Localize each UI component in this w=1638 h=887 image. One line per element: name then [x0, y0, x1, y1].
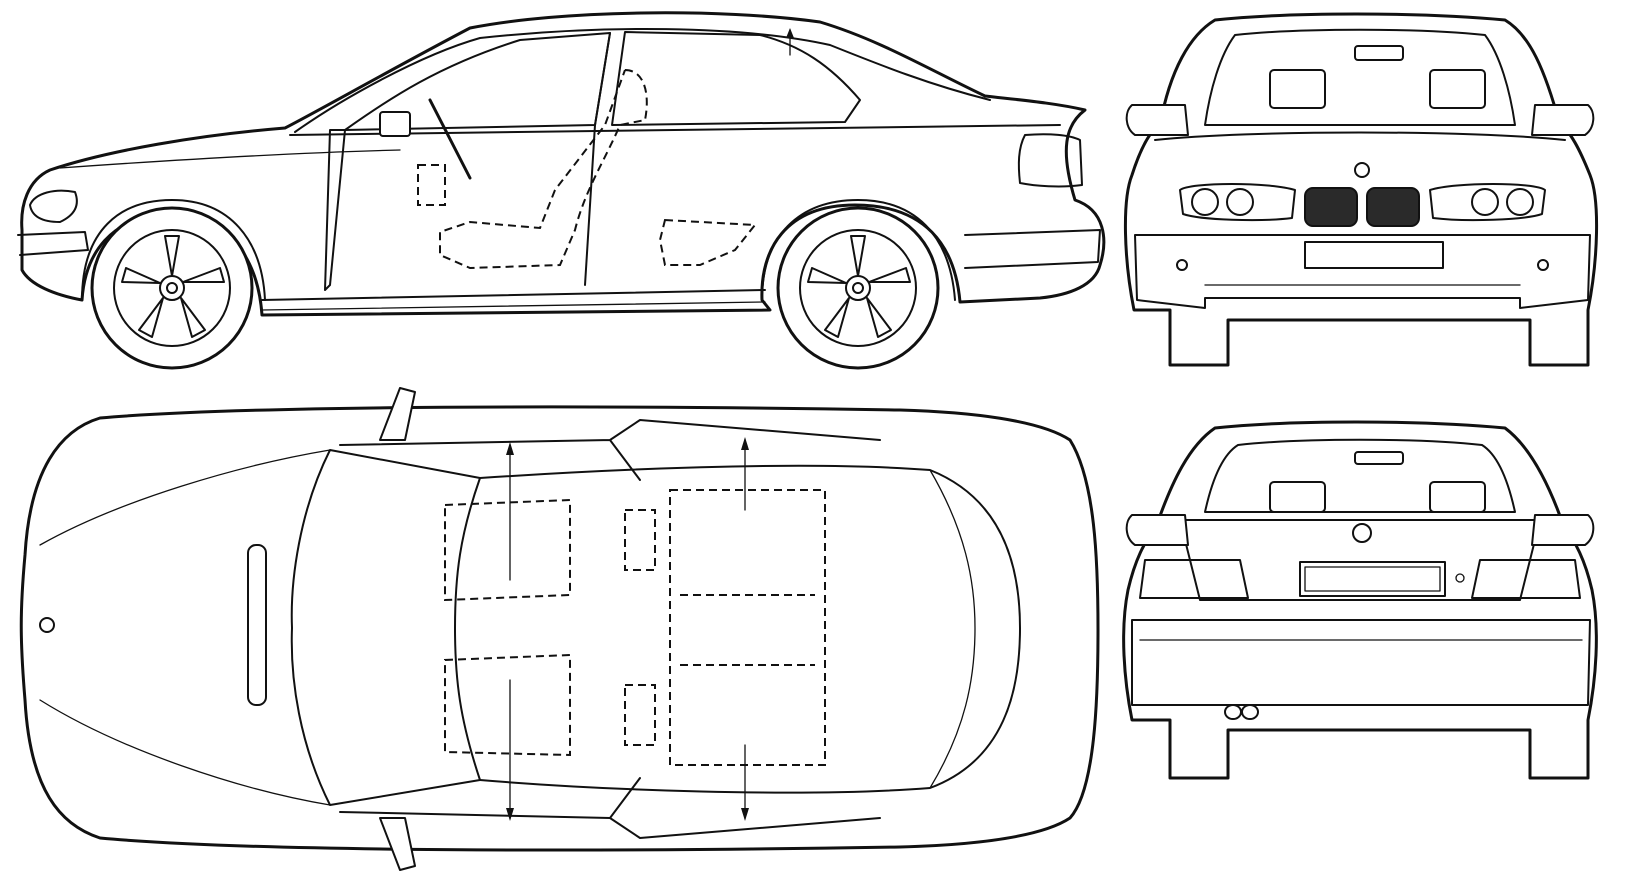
side-tail-light — [1017, 133, 1083, 188]
top-rear-bench-outline — [669, 489, 826, 766]
top-body-outline — [19, 405, 1100, 852]
side-steering-wheel — [428, 98, 472, 180]
top-windscreen — [290, 449, 481, 806]
side-open-door — [324, 129, 346, 291]
top-hood-crease-upper — [39, 449, 331, 546]
top-view — [19, 387, 1100, 871]
rear-left-mirror-icon — [1125, 514, 1189, 546]
side-view — [17, 11, 1106, 370]
side-rear-bumper — [964, 229, 1101, 269]
rear-lock-icon — [1455, 573, 1465, 583]
rear-window — [1204, 438, 1516, 513]
front-left-headlight — [1179, 183, 1296, 222]
side-mirror-icon — [379, 111, 411, 137]
rear-body-outline — [1122, 420, 1598, 780]
front-left-fog-light — [1176, 259, 1188, 271]
side-front-seat-outline — [439, 69, 648, 270]
side-rear-seat-outline — [658, 218, 757, 266]
rear-left-tail-light — [1139, 559, 1249, 599]
top-dimension-arrow-icon — [506, 437, 749, 821]
front-right-fog-light — [1537, 259, 1549, 271]
front-interior-mirror-icon — [1354, 45, 1404, 61]
rear-view — [1122, 420, 1598, 780]
rear-interior-mirror-icon — [1354, 451, 1404, 465]
rear-trunk-lid — [1179, 519, 1541, 601]
side-headlight — [29, 189, 78, 223]
rear-exhaust-icon — [1224, 704, 1259, 720]
front-license-plate-icon — [1304, 241, 1444, 269]
rear-license-plate-inner — [1304, 566, 1441, 592]
side-rear-wheel-icon — [776, 206, 940, 370]
top-front-seats-outline — [444, 498, 656, 757]
front-right-mirror-icon — [1531, 104, 1595, 136]
side-dimension-arrow-head — [786, 28, 794, 38]
top-door-line-lower — [339, 777, 881, 839]
side-sill-line — [261, 289, 766, 301]
front-right-headlight — [1429, 183, 1546, 222]
front-left-mirror-icon — [1125, 104, 1189, 136]
rear-roundel-badge-icon — [1352, 523, 1372, 543]
side-rear-window — [611, 31, 861, 126]
rear-right-tail-light — [1471, 559, 1581, 599]
rear-license-plate-icon — [1299, 561, 1446, 597]
rear-bumper — [1131, 619, 1591, 706]
side-pedal-box — [417, 164, 446, 206]
rear-headrest-left — [1269, 481, 1326, 513]
side-beltline — [289, 124, 1061, 136]
front-bumper — [1134, 234, 1591, 309]
front-view — [1123, 12, 1599, 367]
side-front-bumper — [17, 231, 89, 256]
side-front-wheel-icon — [90, 206, 254, 370]
side-sill-lower — [261, 301, 766, 311]
front-roundel-badge-icon — [1354, 162, 1370, 178]
front-windscreen — [1204, 28, 1516, 126]
side-shoulder-line — [59, 149, 401, 169]
side-front-arch — [81, 199, 266, 301]
front-body-outline — [1123, 12, 1599, 367]
front-headrest-left — [1269, 69, 1326, 109]
rear-headrest-right — [1429, 481, 1486, 513]
side-front-window — [344, 32, 611, 131]
top-roundel-badge-icon — [39, 617, 55, 633]
front-hood-line — [1154, 131, 1566, 141]
front-left-kidney-grille — [1304, 187, 1358, 227]
side-rear-arch — [761, 199, 956, 301]
top-right-mirror-icon — [379, 817, 416, 871]
top-left-mirror-icon — [379, 387, 416, 441]
top-roof-outline — [479, 464, 1021, 794]
top-hood-vent — [247, 544, 267, 706]
front-headrest-right — [1429, 69, 1486, 109]
rear-right-mirror-icon — [1531, 514, 1595, 546]
front-right-kidney-grille — [1366, 187, 1420, 227]
top-door-line-upper — [339, 419, 881, 481]
side-b-pillar — [584, 32, 611, 286]
side-roof-line — [294, 28, 991, 133]
top-hood-crease-lower — [39, 699, 331, 806]
top-rear-window — [929, 469, 976, 789]
